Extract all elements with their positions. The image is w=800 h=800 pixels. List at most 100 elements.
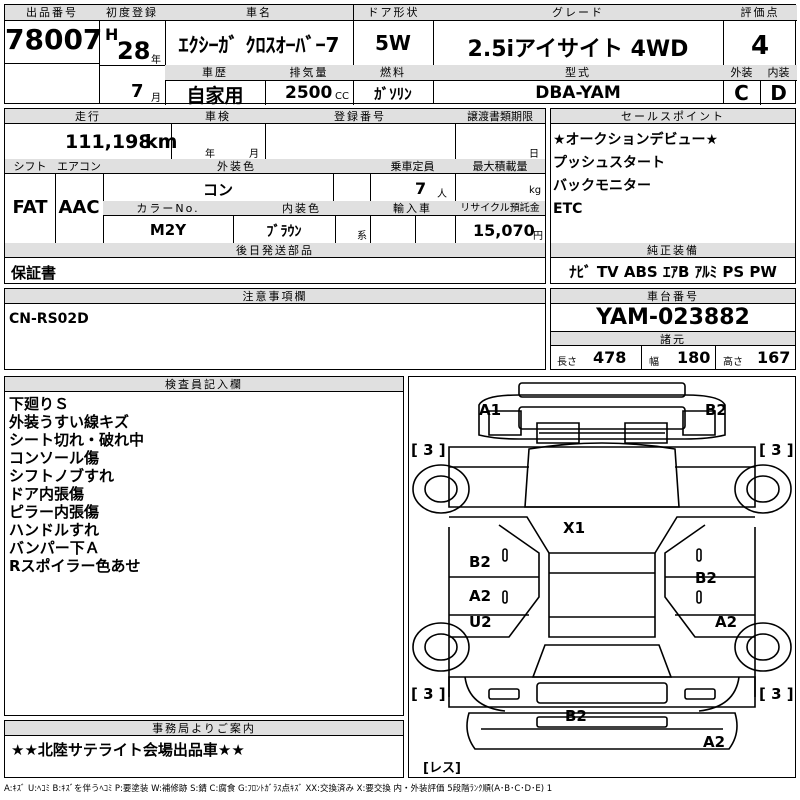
chassis-box: 車台番号 YAM-023882 諸元 長さ 478 幅 180 高さ 167 [550, 288, 796, 370]
int-color: ﾌﾞﾗｳﾝ [266, 224, 302, 240]
reg-no-label: 登録番号 [265, 109, 455, 124]
sales-point-item: ★オークションデビュー★ [553, 132, 719, 148]
damage-mark-b2-left: B2 [469, 553, 491, 571]
displacement-label: 排気量 [265, 65, 353, 81]
damage-mark-x1: X1 [563, 519, 586, 537]
car-name-label: 車名 [165, 5, 353, 21]
damage-mark-a2-left: A2 [469, 587, 492, 605]
damage-mark-b2-right: B2 [695, 569, 717, 587]
damage-mark-a2-bottom: A2 [703, 733, 726, 751]
history-label: 車歴 [165, 65, 265, 81]
sales-point-item: プッシュスタート [553, 155, 665, 171]
length: 478 [593, 348, 627, 367]
inspector-note: シート切れ・破れ中 [9, 431, 145, 449]
max-load-label: 最大積載量 [455, 159, 545, 174]
mileage-label: 走行 [5, 109, 171, 124]
kei-unit: 系 [357, 231, 367, 242]
inspector-note: バンパー下Ａ [9, 539, 100, 557]
later-parts: 保証書 [11, 264, 57, 282]
damage-mark-a1: A1 [479, 401, 502, 419]
later-parts-label: 後日発送部品 [5, 243, 545, 258]
score: 4 [750, 31, 770, 61]
spec-grid: 走行 車検 登録番号 譲渡書類期限 111,198 km 年 月 日 シフト エ… [4, 108, 546, 284]
recycle-label: リサイクル預託金 [455, 201, 545, 216]
mileage: 111,198 [65, 131, 152, 153]
header-grid: 出品番号 78007 初度登録 H 28 年 車名 ｴｸｼｰｶﾞ ｸﾛｽｵｰﾊﾞ… [4, 4, 797, 107]
km-unit: km [145, 131, 178, 153]
grade-label: グレード [433, 5, 723, 21]
length-label: 長さ [557, 357, 577, 368]
office-info-label: 事務局よりご案内 [5, 721, 403, 736]
car-name: ｴｸｼｰｶﾞ ｸﾛｽｵｰﾊﾞｰ7 [178, 33, 340, 57]
notes-box: 注意事項欄 CN-RS02D [4, 288, 546, 370]
damage-mark-u2-left: U2 [469, 613, 492, 631]
aircon-label: エアコン [55, 159, 103, 174]
color-no-label: カラーNo. [103, 201, 233, 216]
aircon: AAC [58, 197, 100, 218]
transfer-label: 譲渡書類期限 [455, 109, 545, 124]
fuel-label: 燃料 [353, 65, 433, 81]
reg-month: 7 [131, 81, 144, 102]
tire-bracket-tl: [ 3 ] [411, 441, 446, 459]
inspection-year: 年 [205, 149, 215, 160]
transfer-day: 日 [529, 149, 539, 160]
sales-point-item: バックモニター [553, 178, 651, 194]
yen-unit: 円 [533, 231, 543, 242]
inspector-note: シフトノブすれ [9, 467, 115, 485]
inspector-note: ドア内張傷 [9, 485, 85, 503]
inspector-note: 外装うすい線キズ [9, 413, 130, 431]
history: 自家用 [186, 85, 244, 107]
damage-mark-a2-right: A2 [715, 613, 738, 631]
displacement: 2500 [285, 83, 333, 103]
first-reg-label: 初度登録 [99, 5, 165, 21]
genuine-equipment: ﾅﾋﾞ TV ABS ｴｱB ｱﾙﾐ PS PW [569, 263, 777, 281]
capacity-label: 乗車定員 [370, 159, 455, 174]
tire-bracket-br: [ 3 ] [759, 685, 794, 703]
sales-points-label: セールスポイント [551, 109, 795, 124]
year-unit: 年 [151, 55, 161, 66]
legend: A:ｷｽﾞ U:ﾍｺﾐ B:ｷｽﾞを伴うﾍｺﾐ P:要塗装 W:補修跡 S:錆 … [4, 784, 553, 794]
spare-tire-less: [レス] [423, 761, 461, 776]
door-type: 5W [375, 31, 411, 55]
month-unit: 月 [151, 93, 161, 104]
reg-year: 28 [117, 37, 151, 65]
inspection-month: 月 [249, 149, 259, 160]
fuel: ｶﾞｿﾘﾝ [374, 85, 412, 103]
inspector-note: コンソール傷 [9, 449, 100, 467]
tire-bracket-bl: [ 3 ] [411, 685, 446, 703]
shift: FAT [12, 197, 48, 218]
color-no: M2Y [149, 221, 187, 239]
lot-no-label: 出品番号 [5, 5, 99, 21]
chassis-label: 車台番号 [551, 289, 795, 304]
cc-unit: CC [335, 91, 349, 102]
width-label: 幅 [649, 357, 659, 368]
grade: 2.5iアイサイト 4WD [467, 37, 689, 62]
height-label: 高さ [723, 357, 743, 368]
inspector-note: Rスポイラー色あせ [9, 557, 141, 575]
exterior-label: 外装 [723, 65, 760, 81]
kg-unit: kg [529, 185, 542, 196]
notes-label: 注意事項欄 [5, 289, 545, 304]
chassis-number: YAM-023882 [596, 305, 750, 330]
recycle: 15,070 [473, 221, 535, 240]
inspection-label: 車検 [171, 109, 265, 124]
interior-grade: D [770, 81, 787, 105]
model-code-label: 型式 [433, 65, 723, 81]
door-label: ドア形状 [353, 5, 433, 21]
office-message: ★★北陸サテライト会場出品車★★ [11, 741, 245, 759]
exterior-grade: C [734, 81, 749, 105]
car-diagram: A1 B2 X1 B2 B2 A2 U2 A2 B2 A2 [ 3 ] [ 3 … [408, 376, 796, 778]
damage-mark-b2-top: B2 [705, 401, 727, 419]
sales-points-box: セールスポイント ★オークションデビュー★ プッシュスタート バックモニター E… [550, 108, 796, 284]
inspector-notes-label: 検査員記入欄 [5, 377, 403, 392]
height: 167 [757, 348, 791, 367]
people-unit: 人 [437, 189, 447, 200]
tire-bracket-tr: [ 3 ] [759, 441, 794, 459]
car-outline [412, 382, 792, 750]
lot-number: 78007 [5, 23, 103, 56]
genuine-equip-label: 純正装備 [551, 243, 795, 258]
inspector-note: ハンドルすれ [9, 521, 100, 539]
dims-label: 諸元 [551, 331, 795, 346]
inspector-note: 下廻りＳ [9, 395, 70, 413]
capacity: 7 [415, 179, 427, 198]
